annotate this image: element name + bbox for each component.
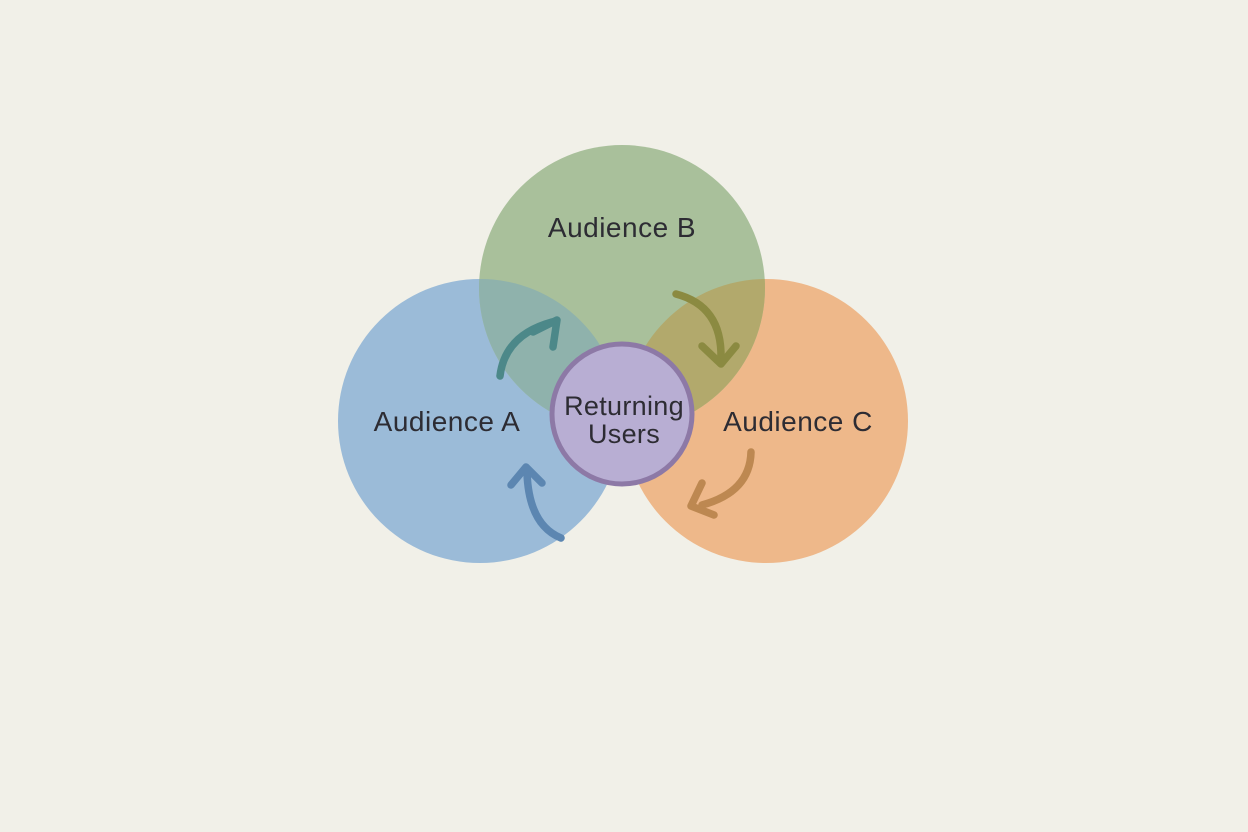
overlap-a-b bbox=[479, 279, 622, 431]
audience-b-label: Audience B bbox=[548, 212, 696, 243]
audience-a-label: Audience A bbox=[374, 406, 521, 437]
returning-users-circle bbox=[549, 341, 695, 487]
arrow-a-to-b bbox=[496, 316, 561, 380]
overlap-b-c bbox=[624, 279, 765, 431]
arrow-c-to-bottom bbox=[687, 448, 755, 519]
arrow-b-to-c bbox=[672, 290, 740, 368]
audience-c-label: Audience C bbox=[723, 406, 873, 437]
arrow-bottom-to-a bbox=[507, 463, 565, 542]
returning-users-label-line1: Returning bbox=[564, 391, 684, 421]
returning-users-label-line2: Users bbox=[588, 419, 660, 449]
